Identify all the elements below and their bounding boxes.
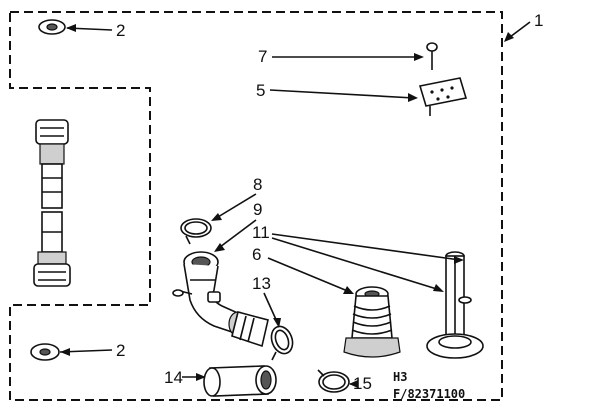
leader-9 — [215, 219, 257, 251]
arrow-8 — [211, 213, 222, 221]
callout-15: 15 — [353, 374, 372, 393]
arrow-5 — [408, 93, 418, 102]
callout-9: 9 — [253, 200, 262, 219]
callout-5: 5 — [256, 81, 265, 100]
arrow-14 — [196, 373, 206, 381]
hose-clamp-ring — [270, 325, 294, 361]
arrow-7 — [414, 53, 424, 61]
clip-bracket — [418, 77, 468, 116]
arrow-1 — [504, 32, 514, 42]
callout-7: 7 — [258, 47, 267, 66]
leveling-foot — [426, 251, 484, 359]
arrow-11-b — [433, 284, 444, 292]
callout-8: 8 — [253, 175, 262, 194]
leveling-leg — [33, 119, 71, 287]
bellows-leg — [343, 286, 401, 358]
arrow-6 — [343, 286, 354, 294]
callout-13: 13 — [252, 274, 271, 293]
kit-outline — [9, 11, 503, 401]
leader-8 — [212, 193, 257, 221]
washer-bottom — [30, 343, 60, 361]
washer-top — [38, 19, 66, 35]
clamp-ring — [317, 369, 350, 393]
leader-11-b — [271, 237, 441, 291]
arrow-9 — [214, 243, 225, 252]
arrow-15 — [349, 380, 358, 388]
leader-5 — [269, 89, 415, 99]
footer-part-number: F/82371100 — [393, 387, 465, 401]
leader-6 — [267, 257, 351, 293]
callout-2-bottom: 2 — [116, 341, 125, 360]
leader-11-a — [271, 233, 461, 261]
hose-clamp — [180, 218, 212, 245]
callout-2-top: 2 — [116, 21, 125, 40]
arrow-2-bottom — [60, 348, 70, 356]
callout-6: 6 — [252, 245, 261, 264]
screw — [426, 42, 438, 70]
arrow-13 — [273, 318, 281, 328]
arrow-11-a — [454, 256, 464, 264]
drain-hose-elbow — [172, 251, 269, 348]
callout-14: 14 — [164, 368, 183, 387]
arrow-2-top — [66, 24, 76, 32]
callout-1: 1 — [534, 11, 543, 30]
coupling-tube — [203, 365, 277, 397]
footer-code-h3: H3 — [393, 370, 407, 384]
callout-11: 11 — [252, 223, 270, 242]
